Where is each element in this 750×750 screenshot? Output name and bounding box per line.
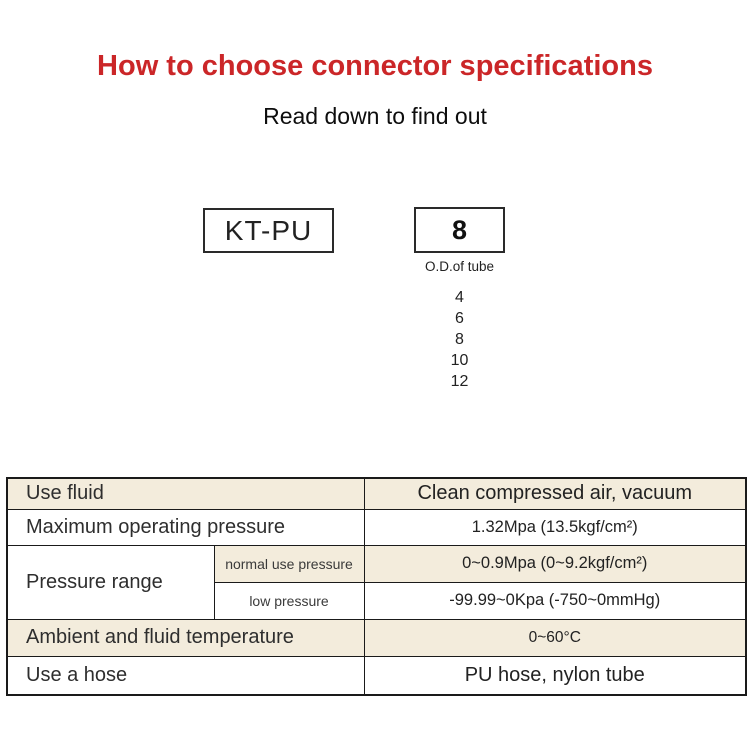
size-code-caption: O.D.of tube bbox=[424, 259, 495, 274]
spec-value: PU hose, nylon tube bbox=[363, 655, 747, 696]
size-options-list: 4 6 8 10 12 bbox=[389, 287, 530, 392]
table-row: Pressure range normal use pressure 0~0.9… bbox=[6, 544, 747, 620]
table-row: Ambient and fluid temperature 0~60°C bbox=[6, 618, 747, 657]
spec-value: -99.99~0Kpa (-750~0mmHg) bbox=[363, 581, 747, 620]
size-option: 8 bbox=[455, 331, 464, 348]
series-code-text: KT-PU bbox=[224, 214, 313, 246]
spec-sub-label: normal use pressure bbox=[213, 544, 365, 583]
table-row: Use fluid Clean compressed air, vacuum bbox=[6, 477, 747, 510]
spec-sub-label: low pressure bbox=[213, 581, 365, 620]
spec-label: Maximum operating pressure bbox=[6, 508, 365, 546]
spec-value: 1.32Mpa (13.5kgf/cm²) bbox=[363, 508, 747, 546]
size-option: 12 bbox=[450, 373, 469, 390]
size-option: 6 bbox=[455, 310, 464, 327]
spec-label: Pressure range bbox=[6, 544, 215, 620]
spec-value: Clean compressed air, vacuum bbox=[363, 477, 747, 510]
page-title: How to choose connector specifications bbox=[97, 50, 653, 82]
size-code-box: 8 bbox=[414, 207, 505, 253]
spec-table: Use fluid Clean compressed air, vacuum M… bbox=[6, 477, 747, 696]
spec-label: Ambient and fluid temperature bbox=[6, 618, 365, 657]
size-code-text: 8 bbox=[451, 214, 468, 245]
spec-label: Use a hose bbox=[6, 655, 365, 696]
table-row: Maximum operating pressure 1.32Mpa (13.5… bbox=[6, 508, 747, 546]
spec-value: 0~60°C bbox=[363, 618, 747, 657]
size-option: 10 bbox=[450, 352, 469, 369]
series-code-box: KT-PU bbox=[203, 208, 334, 253]
size-option: 4 bbox=[455, 289, 464, 306]
table-row: low pressure -99.99~0Kpa (-750~0mmHg) bbox=[7, 581, 747, 620]
spec-label: Use fluid bbox=[6, 477, 365, 510]
table-row: Use a hose PU hose, nylon tube bbox=[6, 655, 747, 696]
page-subtitle: Read down to find out bbox=[263, 103, 487, 129]
spec-value: 0~0.9Mpa (0~9.2kgf/cm²) bbox=[363, 544, 747, 583]
